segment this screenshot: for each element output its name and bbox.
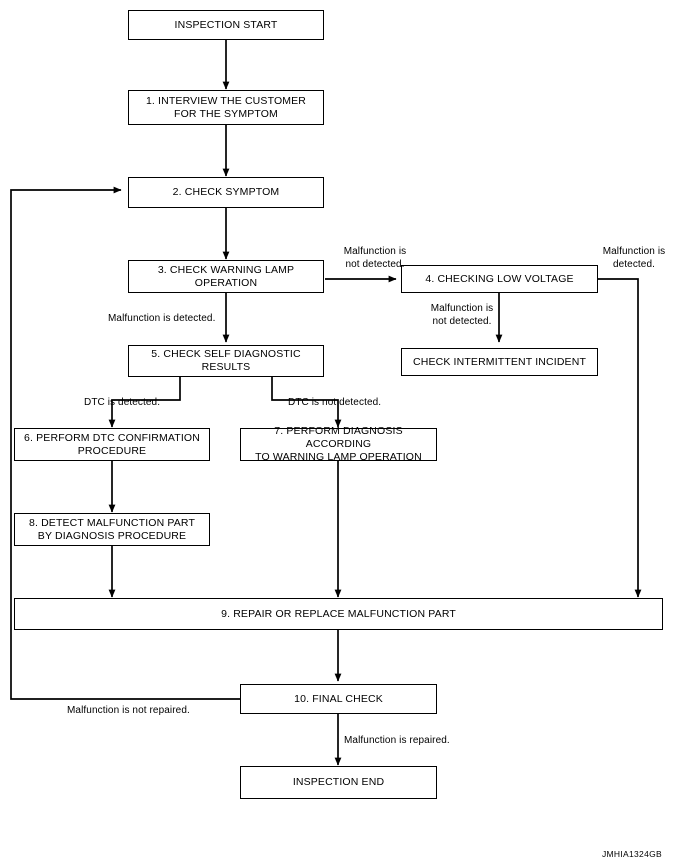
node-step-4-checking-low-voltage: 4. CHECKING LOW VOLTAGE [401, 265, 598, 293]
node-step-5-check-self-diagnostic: 5. CHECK SELF DIAGNOSTIC RESULTS [128, 345, 324, 377]
edge-label-repaired: Malfunction is repaired. [344, 735, 450, 746]
node-inspection-start: INSPECTION START [128, 10, 324, 40]
node-step-10-final-check: 10. FINAL CHECK [240, 684, 437, 714]
edge-label-voltage-detected: Malfunction is detected. [602, 246, 666, 270]
node-step-1-interview-customer: 1. INTERVIEW THE CUSTOMER FOR THE SYMPTO… [128, 90, 324, 125]
node-step-6-dtc-confirmation: 6. PERFORM DTC CONFIRMATION PROCEDURE [14, 428, 210, 461]
node-inspection-end: INSPECTION END [240, 766, 437, 799]
edge-label-lamp-not-detected: Malfunction is not detected. [343, 246, 407, 270]
edge-label-dtc-not-detected: DTC is not detected. [288, 397, 382, 408]
node-step-3-check-warning-lamp: 3. CHECK WARNING LAMP OPERATION [128, 260, 324, 293]
node-step-7-diagnosis-warning-lamp: 7. PERFORM DIAGNOSIS ACCORDING TO WARNIN… [240, 425, 437, 463]
node-step-8-detect-malfunction-part: 8. DETECT MALFUNCTION PART BY DIAGNOSIS … [14, 513, 210, 546]
edge-label-voltage-not-detected: Malfunction is not detected. [430, 303, 494, 327]
edge-label-lamp-detected: Malfunction is detected. [108, 313, 216, 324]
edge-label-dtc-detected: DTC is detected. [84, 397, 161, 408]
figure-reference-code: JMHIA1324GB [602, 849, 662, 859]
edge-label-not-repaired: Malfunction is not repaired. [67, 705, 190, 716]
node-step-9-repair-replace: 9. REPAIR OR REPLACE MALFUNCTION PART [14, 598, 663, 630]
node-step-2-check-symptom: 2. CHECK SYMPTOM [128, 177, 324, 208]
node-check-intermittent-incident: CHECK INTERMITTENT INCIDENT [401, 348, 598, 376]
